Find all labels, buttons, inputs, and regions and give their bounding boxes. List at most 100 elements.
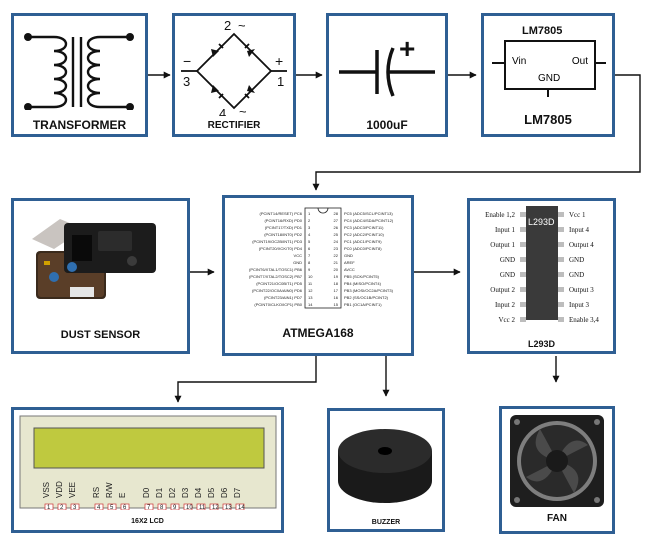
atmega-left-pin-label: (PCINT7/XTAL2/TOSC2) PB7 (249, 274, 303, 279)
bridge-rectifier-icon: 2 ~ − 3 + 1 4 ~ (181, 18, 287, 116)
lcd-pin-pad (170, 503, 180, 510)
atmega-left-pin-label: GND (293, 260, 302, 265)
dust-sensor-block: DUST SENSOR (11, 198, 190, 354)
lcd-pin-number: 5 (110, 505, 114, 510)
lcd-pin-label: D5 (207, 487, 216, 498)
fan-image (510, 415, 604, 507)
atmega-right-pin-number: 25 (334, 232, 339, 237)
l293d-right-pin (558, 212, 564, 217)
atmega-left-pin-number: 10 (308, 274, 313, 279)
transformer-block: TRANSFORMER (11, 13, 148, 137)
lcd-pin-number: 1 (47, 505, 51, 510)
atmega-left-pin-label: (PCINT19/OC2B/INT1) PD3 (252, 239, 303, 244)
atmega-left-pin-number: 5 (308, 239, 311, 244)
l293d-right-pin-label: Output 4 (569, 241, 594, 249)
lcd-pin-pad (57, 503, 67, 510)
l293d-right-pin-label: Vcc 1 (569, 211, 586, 219)
lcd-pin-label: VSS (42, 482, 51, 498)
rectifier-minus: − (183, 53, 191, 69)
regulator-symbol-title: LM7805 (522, 25, 563, 37)
lcd-pin-label: D4 (194, 487, 203, 498)
lcd-pin-label: VEE (68, 482, 77, 498)
atmega-right-pin-label: PB1 (OC1A/PCINT1) (344, 302, 382, 307)
atmega-right-pin-number: 17 (334, 288, 339, 293)
lcd-pin-number: 3 (73, 505, 77, 510)
dust-sensor-label: DUST SENSOR (60, 329, 141, 341)
atmega-right-pin-number: 18 (334, 281, 339, 286)
atmega-right-pin-number: 16 (334, 295, 339, 300)
atmega-right-pin-number: 15 (334, 302, 339, 307)
l293d-left-pin-label: Output 2 (490, 286, 515, 294)
l293d-left-pin-label: GND (500, 256, 515, 264)
atmega-right-pin-label: PC5 (ADC5/SCL/PCINT13) (344, 211, 393, 216)
atmega-left-pin-number: 3 (308, 225, 311, 230)
fan-block: FAN (499, 406, 615, 534)
l293d-right-pin-label: GND (569, 256, 584, 264)
capacitor-block: + 1000uF (326, 13, 448, 137)
l293d-right-pin (558, 227, 564, 232)
atmega-right-pin-label: AREF (344, 260, 355, 265)
lcd-pin-label: VDD (55, 481, 64, 498)
l293d-left-pin (520, 257, 526, 262)
lcd-pin-number: 10 (186, 505, 193, 510)
lcd-pin-label: D6 (220, 487, 229, 498)
atmega-right-pin-label: PB3 (MOSI/OC2A/PCINT3) (344, 288, 394, 293)
l293d-left-pin (520, 317, 526, 322)
driver-label: L293D (527, 339, 555, 349)
l293d-left-pin (520, 302, 526, 307)
arrow-regulator-mcu (312, 74, 641, 191)
l293d-left-pin (520, 287, 526, 292)
l293d-right-pin (558, 317, 564, 322)
l293d-left-pin-label: Output 1 (490, 241, 515, 249)
atmega-right-pin-label: PC4 (ADC4/SDA/PCINT12) (344, 218, 394, 223)
fan-label: FAN (547, 513, 567, 524)
atmega-right-pin-number: 19 (334, 274, 339, 279)
atmega-right-pin-label: PC0 (ADC0/PCINT8) (344, 246, 382, 251)
atmega-right-pin-label: PC3 (ADC3/PCINT11) (344, 225, 384, 230)
lcd-pin-number: 6 (123, 505, 127, 510)
atmega-right-pin-number: 28 (334, 211, 339, 216)
lcd-pin-number: 12 (212, 505, 219, 510)
lcd-pin-number: 2 (60, 505, 64, 510)
l293d-left-pin (520, 227, 526, 232)
atmega-right-pin-number: 22 (334, 253, 339, 258)
lcd-pin-pad (235, 503, 245, 510)
lcd-pin-label: E (118, 493, 127, 498)
lcd-pin-pad (183, 503, 193, 510)
atmega-left-pin-label: (PCINT20/XCK/T0) PD4 (259, 246, 303, 251)
atmega-left-pin-number: 7 (308, 253, 311, 258)
rectifier-ac-1: ~ (238, 18, 246, 33)
lcd-pin-pad (107, 503, 117, 510)
rectifier-ac-2: ~ (239, 104, 247, 116)
lcd-pin-number: 9 (173, 505, 177, 510)
l293d-left-pin (520, 212, 526, 217)
atmega-left-pin-number: 2 (308, 218, 311, 223)
atmega-right-pin-label: PB5 (SCK/PCINT5) (344, 274, 380, 279)
atmega-left-pin-number: 4 (308, 232, 311, 237)
atmega-left-pin-number: 14 (308, 302, 313, 307)
lcd-pin-number: 11 (199, 505, 206, 510)
atmega-left-pin-number: 6 (308, 246, 311, 251)
lcd-pin-label: D0 (142, 487, 151, 498)
regulator-vin-label: Vin (512, 56, 527, 67)
lcd-pin-label: D2 (168, 487, 177, 498)
transformer-label: TRANSFORMER (32, 118, 127, 132)
l293d-right-pin (558, 272, 564, 277)
mcu-label: ATMEGA168 (282, 326, 354, 340)
lcd-pin-pad (144, 503, 154, 510)
l293d-right-pin-label: GND (569, 271, 584, 279)
lcd-label: 16X2 LCD (131, 518, 164, 525)
lcd-pin-pad (94, 503, 104, 510)
atmega-left-pin-label: (PCINT17/TXD) PD1 (265, 225, 303, 230)
l293d-left-pin-label: GND (500, 271, 515, 279)
atmega-left-pin-number: 11 (308, 281, 313, 286)
l293d-left-pin (520, 242, 526, 247)
lcd-pin-number: 7 (147, 505, 151, 510)
atmega-left-pin-label: (PCINT6/XTAL1/TOSC1) PB6 (249, 267, 303, 272)
arrow-mcu-lcd (174, 356, 317, 403)
lcd-pin-label: D3 (181, 487, 190, 498)
lcd-module-image: VSS1VDD2VEE3RS4R/W5E6D07D18D29D310D411D5… (19, 415, 277, 510)
atmega-right-pin-label: PC1 (ADC1/PCINT9) (344, 239, 382, 244)
